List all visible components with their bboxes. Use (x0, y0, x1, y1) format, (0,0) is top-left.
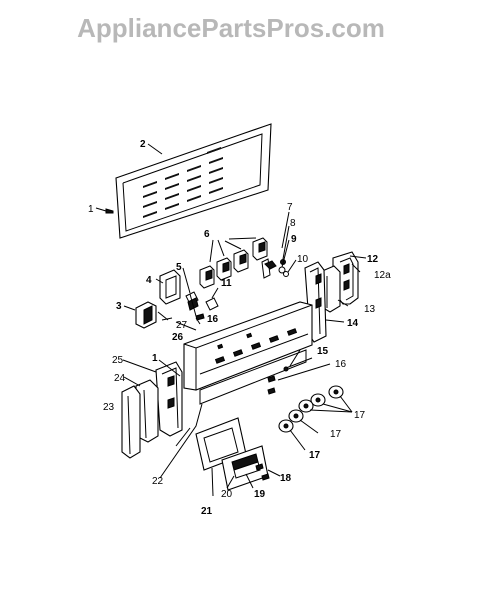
callout-21: 21 (201, 506, 213, 517)
callout-4: 4 (146, 275, 152, 286)
callout-25: 25 (112, 355, 124, 366)
vent-slots (143, 147, 223, 218)
part-20-clock (221, 445, 269, 491)
callout-13: 13 (364, 304, 376, 315)
callout-12a: 12a (374, 270, 391, 281)
callout-1-lower: 1 (152, 353, 158, 364)
part-17-knobs (278, 385, 353, 451)
callout-10: 10 (297, 254, 309, 265)
leader-lines (122, 255, 367, 497)
part-27-clip (157, 311, 173, 321)
part-23-end-cap (121, 385, 141, 459)
part-18-screws (255, 463, 281, 481)
panel-openings (214, 328, 298, 364)
callout-12: 12 (367, 254, 379, 265)
callout-6: 6 (204, 229, 210, 240)
callout-16-upper: 16 (207, 314, 219, 325)
part-11-connector (205, 287, 219, 311)
callout-5: 5 (176, 262, 182, 273)
part-7-lamp (261, 211, 290, 279)
parts-8-9-10-hardware (278, 225, 297, 277)
callout-16-right: 16 (335, 359, 347, 370)
part-26-control-panel (183, 301, 313, 405)
callout-labels: 1 2 6 7 8 9 10 12 12a 4 5 11 13 3 16 27 … (88, 139, 391, 517)
part-22-trim (159, 403, 203, 479)
part-5-bracket (182, 267, 199, 311)
part-2-backguard-panel (115, 123, 272, 239)
callout-22: 22 (152, 476, 164, 487)
callout-2: 2 (140, 139, 146, 150)
callout-18: 18 (280, 473, 292, 484)
callout-7: 7 (287, 202, 293, 213)
part-3-switch (123, 301, 157, 329)
callout-19: 19 (254, 489, 266, 500)
callout-17-a: 17 (354, 410, 366, 421)
callout-15: 15 (317, 346, 329, 357)
callout-8: 8 (290, 218, 296, 229)
callout-23: 23 (103, 402, 115, 413)
callout-27: 27 (176, 320, 188, 331)
part-6-switches (199, 237, 268, 289)
callout-1-top: 1 (88, 204, 94, 215)
callout-17-c: 17 (309, 450, 321, 461)
callout-9: 9 (291, 234, 297, 245)
part-25-left-side (155, 361, 183, 437)
watermark: AppliancePartsPros.com (77, 13, 385, 43)
callout-11: 11 (221, 278, 232, 289)
callout-20: 20 (221, 489, 233, 500)
part-4-switch-housing (155, 269, 181, 305)
callout-24: 24 (114, 373, 126, 384)
callout-14: 14 (347, 318, 359, 329)
callout-3: 3 (116, 301, 122, 312)
part-16-screws-right (267, 375, 276, 395)
part-15-rod (283, 357, 313, 372)
callout-26: 26 (172, 332, 184, 343)
part-1-screw (95, 207, 114, 214)
callout-17-b: 17 (330, 429, 342, 440)
